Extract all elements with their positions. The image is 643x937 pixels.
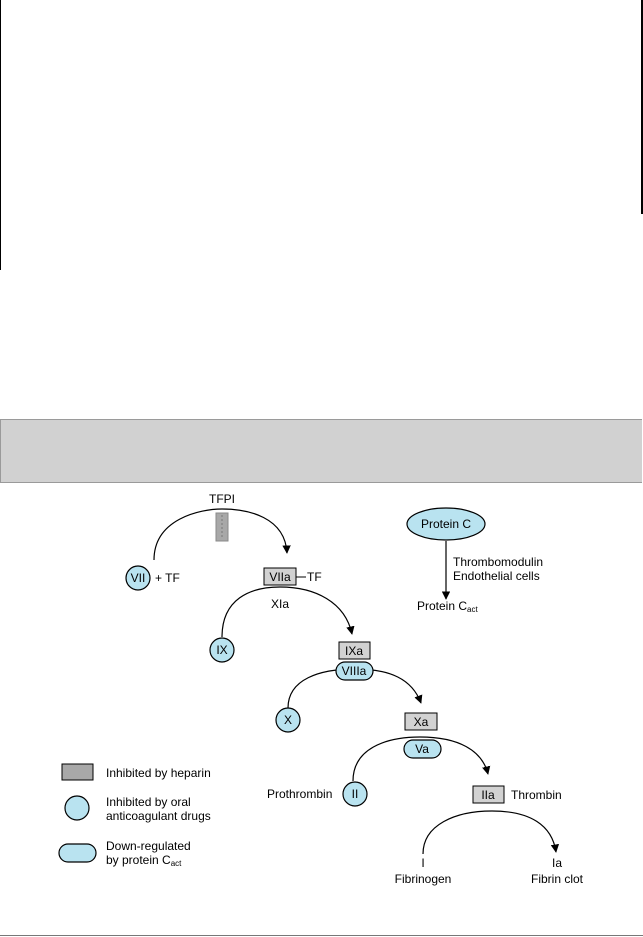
prothrombin-label: Prothrombin xyxy=(267,787,333,801)
fibrin-roman-label: Ia xyxy=(551,856,563,870)
node-iia-box xyxy=(472,785,505,804)
legend-protein-c-swatch xyxy=(58,843,97,863)
node-viiia-pill xyxy=(335,661,374,681)
node-iia-label: IIa xyxy=(481,788,495,802)
node-vii-label: VII xyxy=(130,571,146,585)
frame-right-rule xyxy=(641,0,643,214)
node-ii-label: II xyxy=(351,787,359,801)
diagram-graphics xyxy=(58,507,560,863)
frame-left-rule xyxy=(0,0,1,270)
node-xa-box xyxy=(404,712,438,731)
tfpi-label: TFPI xyxy=(209,492,235,506)
fibrinogen-roman-label: I xyxy=(421,856,425,870)
legend-oral-line1: Inhibited by oral xyxy=(106,795,191,809)
node-viia-label: VIIa xyxy=(269,570,291,584)
fibrinogen-label: Fibrinogen xyxy=(394,872,452,886)
node-x-circle xyxy=(275,707,301,733)
arc-step2 xyxy=(221,586,355,638)
node-viiia-label: VIIIa xyxy=(341,664,367,678)
node-va-label: Va xyxy=(415,742,429,756)
node-xa-label: Xa xyxy=(413,715,429,729)
coagulation-cascade-diagram: TFPI VII + TF VIIa TF XIa IX IXa VIIIa X… xyxy=(0,487,643,937)
protein-c-node-label: Protein C xyxy=(420,517,472,531)
thrombin-label: Thrombin xyxy=(511,788,562,802)
node-ix-circle xyxy=(209,637,235,663)
legend-oral-swatch xyxy=(64,795,90,821)
legend-oral-line2: anticoagulant drugs xyxy=(106,809,211,823)
vii-plus-tf-label: + TF xyxy=(155,571,180,585)
viia-tf-label: TF xyxy=(307,570,322,584)
frame-bottom-rule xyxy=(0,935,643,936)
legend-protein-c-line1: Down-regulated xyxy=(106,839,191,853)
thrombomodulin-label: Thrombomodulin xyxy=(453,555,544,569)
node-ii-circle xyxy=(342,781,368,807)
arc-step4 xyxy=(352,736,491,782)
protein-c-ellipse xyxy=(406,507,486,541)
node-x-label: X xyxy=(283,713,293,727)
protein-c-act-label: Protein Cact xyxy=(417,599,478,615)
node-ixa-label: IXa xyxy=(344,644,364,658)
node-va-pill xyxy=(403,739,442,759)
caption-band xyxy=(0,419,642,483)
legend-heparin-swatch xyxy=(61,763,94,781)
node-vii-circle xyxy=(125,565,151,591)
node-ix-label: IX xyxy=(216,643,228,657)
endothelial-cells-label: Endothelial cells xyxy=(453,569,540,583)
node-ixa-box xyxy=(338,641,371,660)
legend-heparin-label: Inhibited by heparin xyxy=(106,766,211,780)
legend-protein-c-line2: by protein Cact xyxy=(106,853,182,868)
fibrin-clot-label: Fibrin clot xyxy=(530,872,584,886)
arc-step1 xyxy=(153,508,291,561)
xia-catalyst-label: XIa xyxy=(270,597,290,611)
arc-step5 xyxy=(422,810,560,855)
